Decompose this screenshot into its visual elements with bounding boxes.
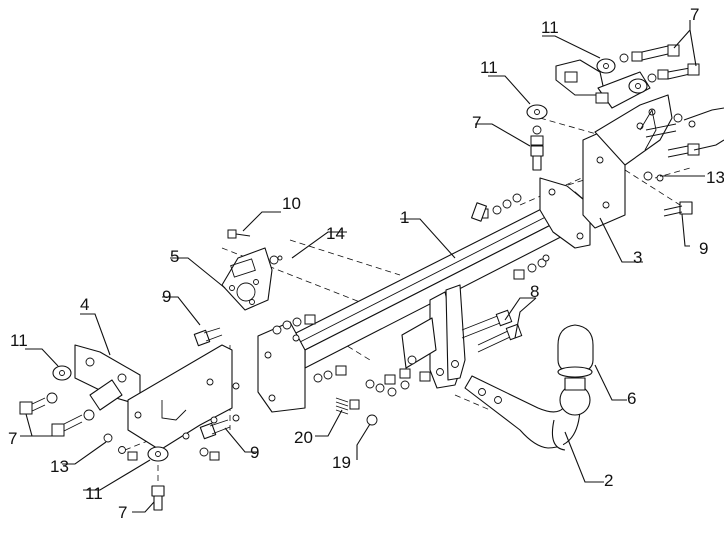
callout-4: 4: [80, 295, 89, 314]
callout-11-bottom: 11: [85, 484, 103, 503]
callout-10: 10: [282, 194, 301, 213]
left-side-bracket: [74, 344, 240, 451]
callout-1: 1: [400, 208, 409, 227]
callout-13-right: 13: [706, 168, 724, 187]
tow-ball: [557, 324, 594, 416]
callout-14: 14: [326, 224, 345, 243]
callout-7-left: 7: [8, 429, 17, 448]
callout-7-top-right: 7: [690, 5, 699, 24]
callout-11-left: 11: [10, 331, 28, 350]
callout-8: 8: [530, 282, 539, 301]
socket-plate: [221, 247, 273, 311]
callout-20: 20: [294, 428, 313, 447]
callout-9-left-top: 9: [162, 287, 171, 306]
fasteners: [19, 44, 700, 511]
callout-5: 5: [170, 247, 179, 266]
callout-9-right: 9: [699, 239, 708, 258]
callout-7-top-center: 7: [472, 113, 481, 132]
callout-6: 6: [627, 389, 636, 408]
callout-19: 19: [332, 453, 351, 472]
leader-lines: [20, 20, 724, 513]
callout-2: 2: [604, 471, 613, 490]
callout-labels: 1 2 3 4 5 6 7 7 7 7 8 9 9 9 10 11 11 11 …: [8, 5, 724, 522]
callout-11-top-right: 11: [541, 18, 559, 37]
right-side-bracket: [555, 59, 673, 229]
callout-3: 3: [633, 248, 642, 267]
callout-7-bottom: 7: [118, 503, 127, 522]
ball-neck: [464, 375, 581, 451]
callout-9-left-bottom: 9: [250, 443, 259, 462]
callout-13-left: 13: [50, 457, 69, 476]
callout-11-top-center: 11: [480, 58, 498, 77]
